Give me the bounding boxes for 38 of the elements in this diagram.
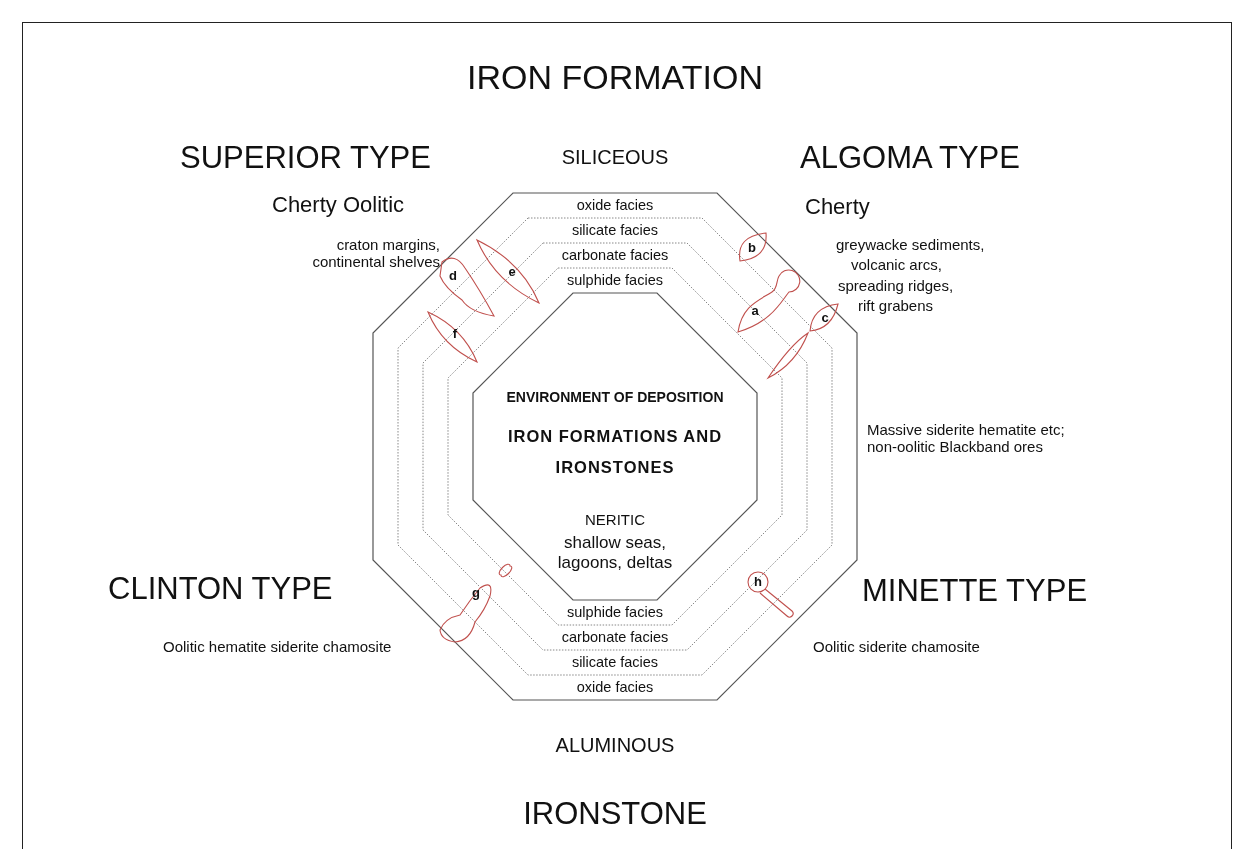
letter-label: d <box>449 268 457 284</box>
category-label: SILICEOUS <box>561 146 669 169</box>
letter-label: e <box>508 264 516 280</box>
facies-label: sulphide facies <box>567 272 663 289</box>
type-heading: SUPERIOR TYPE <box>180 140 431 176</box>
ore-description: Massive siderite hematite etc; non-oolitic Blackband ores <box>867 421 1066 456</box>
facies-label: oxide facies <box>576 679 654 696</box>
mineral-description: Oolitic hematite siderite chamosite <box>163 638 392 656</box>
subtype-label: Cherty <box>805 194 870 220</box>
subtype-label: Cherty Oolitic <box>272 192 405 218</box>
mineral-description: Oolitic siderite chamosite <box>813 638 980 656</box>
setting-text: craton margins, continental shelves <box>311 236 440 271</box>
category-heading: IRON FORMATION <box>467 58 763 98</box>
environment-heading: ENVIRONMENT OF DEPOSITION <box>505 389 725 406</box>
zone-label: NERITIC <box>584 511 646 529</box>
facies-label: carbonate facies <box>561 247 669 264</box>
zone-description: shallow seas, lagoons, deltas <box>556 533 674 573</box>
type-heading: CLINTON TYPE <box>108 571 333 607</box>
facies-label: oxide facies <box>576 197 654 214</box>
letter-label: h <box>754 574 762 590</box>
facies-label: silicate facies <box>571 222 659 239</box>
setting-text: rift grabens <box>858 297 934 315</box>
inner-title: IRON FORMATIONS AND IRONSTONES <box>506 426 724 479</box>
type-heading: MINETTE TYPE <box>862 573 1088 609</box>
letter-label: c <box>821 310 829 326</box>
setting-text: spreading ridges, <box>838 277 954 295</box>
facies-label: carbonate facies <box>561 629 669 646</box>
category-label: ALUMINOUS <box>555 734 675 757</box>
facies-label: sulphide facies <box>567 604 663 621</box>
setting-text: greywacke sediments, <box>836 236 985 254</box>
letter-label: g <box>472 585 480 601</box>
letter-label: b <box>748 240 756 256</box>
letter-label: a <box>751 303 759 319</box>
category-heading: IRONSTONE <box>523 796 707 832</box>
facies-label: silicate facies <box>571 654 659 671</box>
setting-text: volcanic arcs, <box>851 256 942 274</box>
type-heading: ALGOMA TYPE <box>800 140 1020 176</box>
letter-label: f <box>452 326 458 342</box>
